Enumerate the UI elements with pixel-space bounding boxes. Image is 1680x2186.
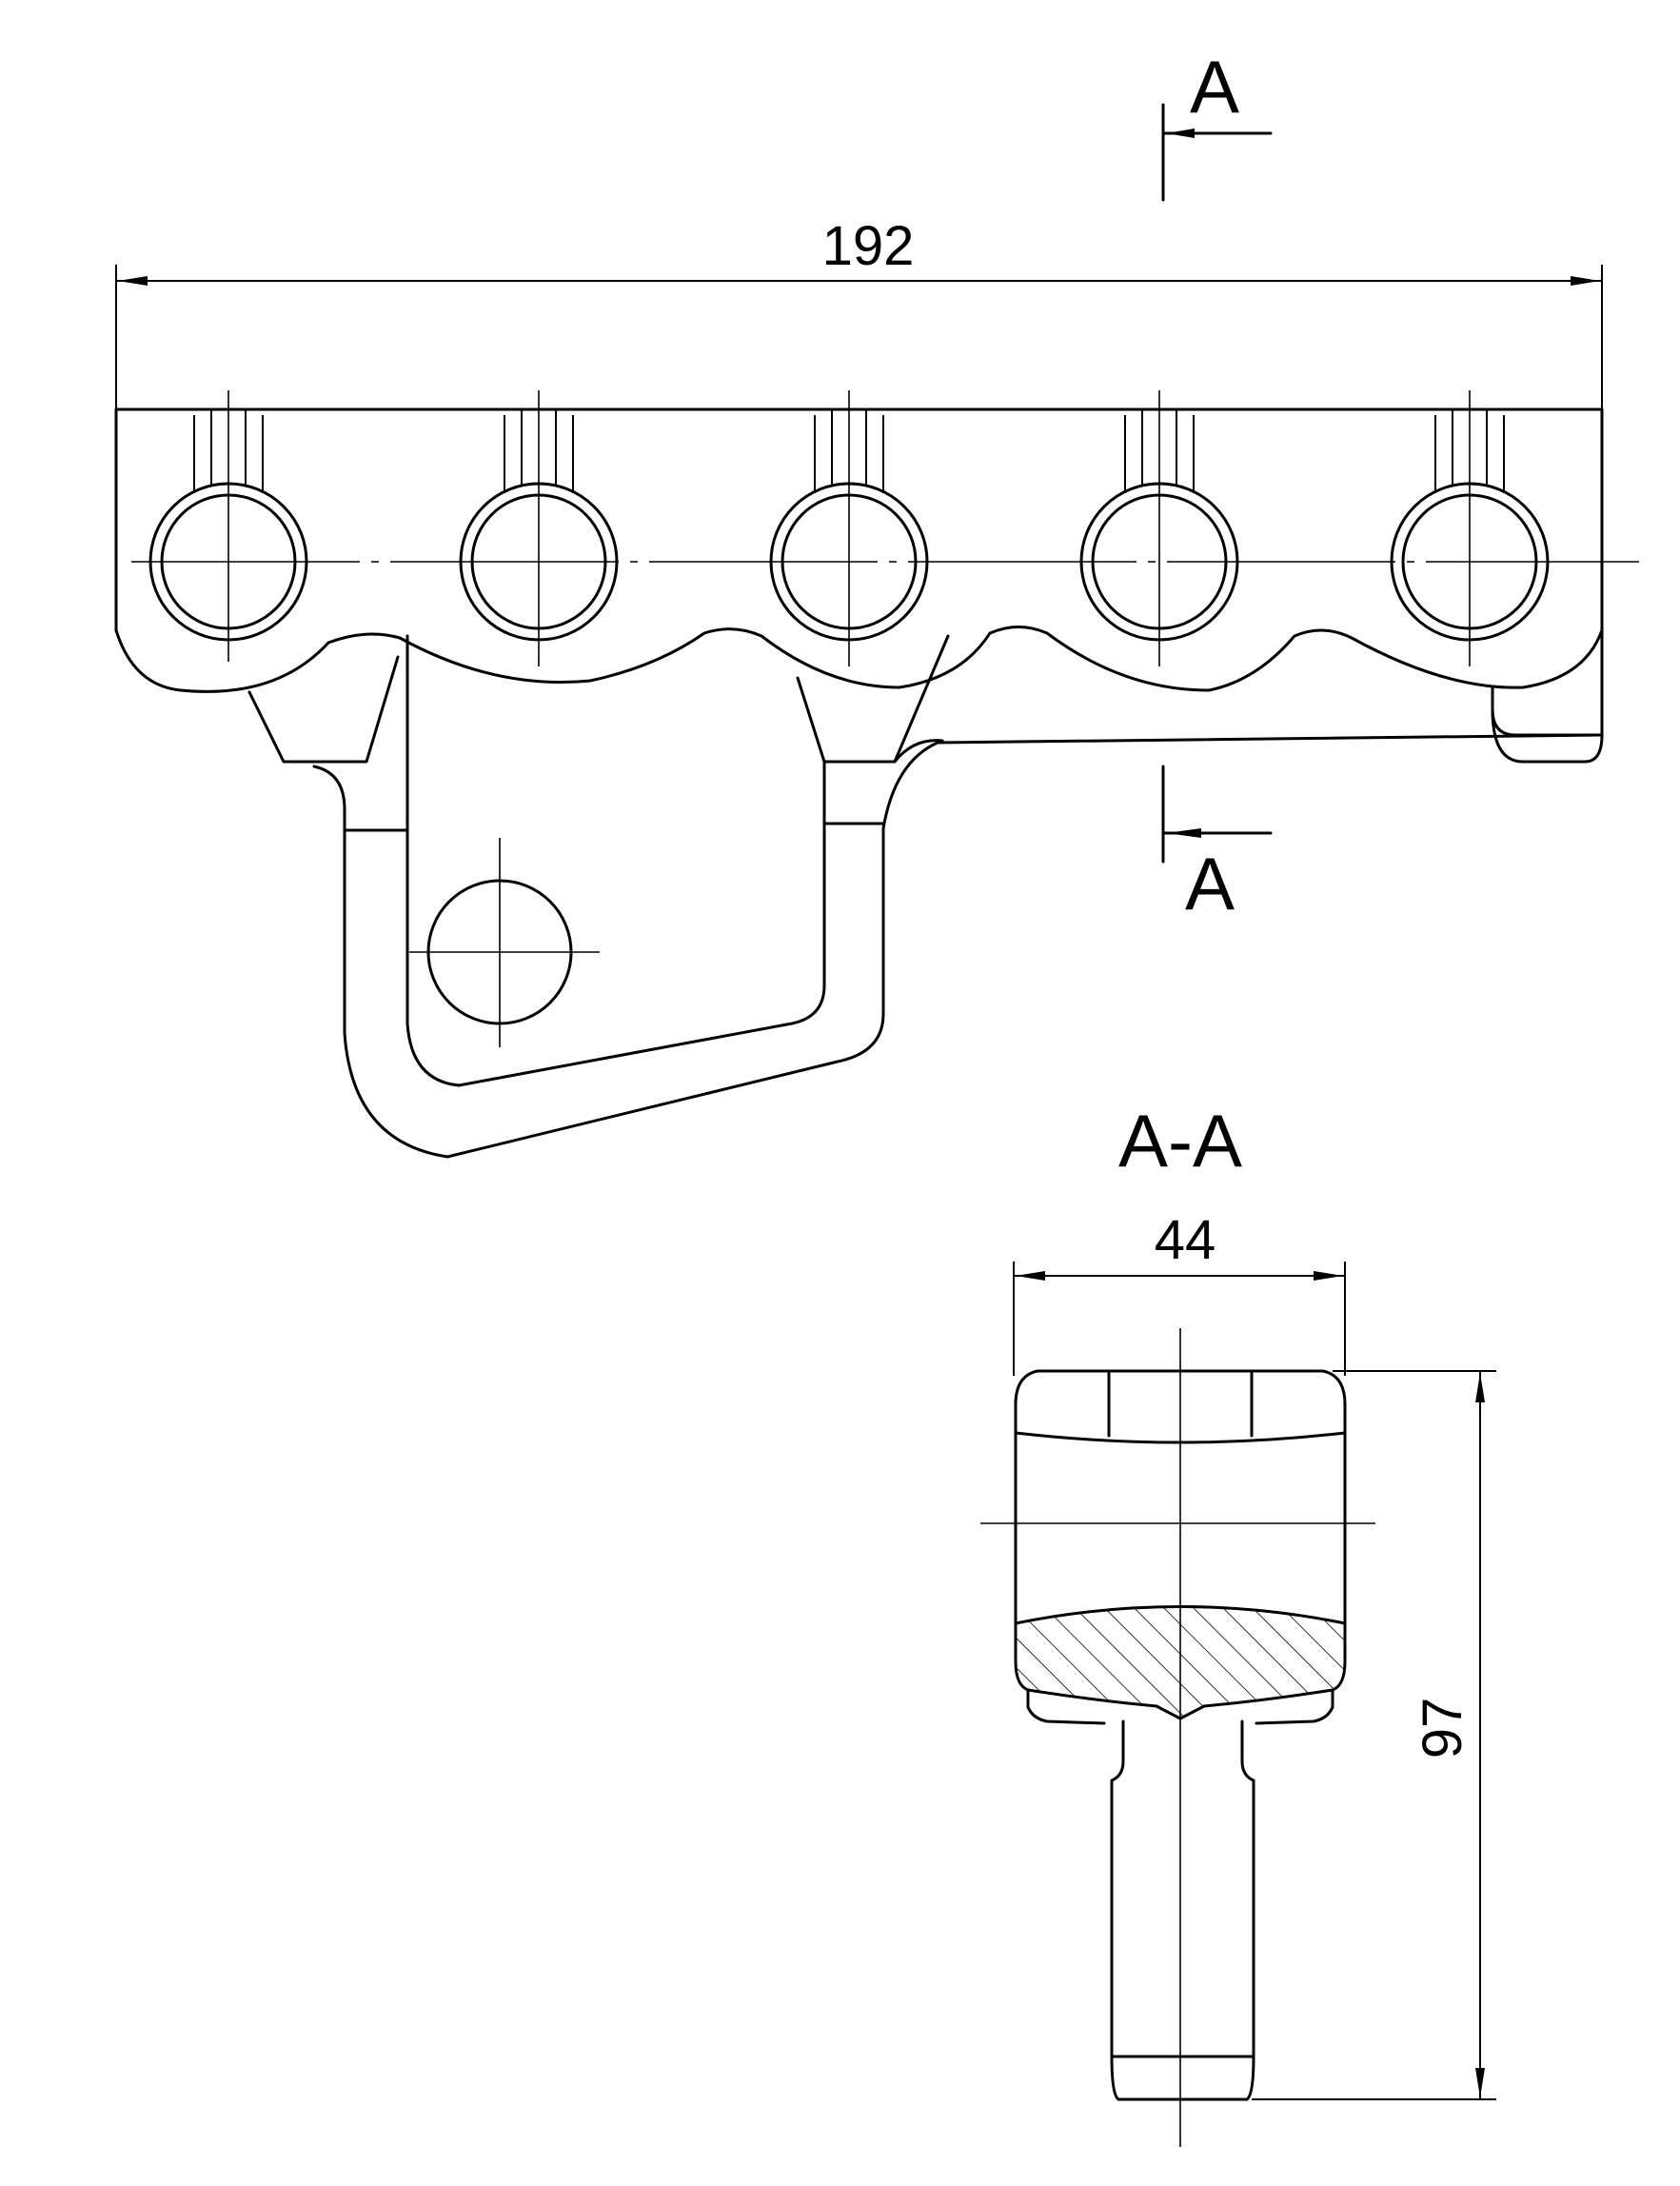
dimension-section-height: 97 bbox=[1252, 1370, 1496, 2100]
pin-1 bbox=[148, 390, 308, 662]
front-view bbox=[114, 390, 1639, 1159]
section-title: A-A bbox=[1118, 1099, 1242, 1182]
section-view-a-a bbox=[980, 1328, 1375, 2147]
dimension-value-97: 97 bbox=[1412, 1698, 1473, 1759]
pin-4 bbox=[1079, 390, 1239, 666]
dimension-overall-length: 192 bbox=[115, 215, 1603, 409]
section-cut-marker-top: A bbox=[1161, 45, 1273, 202]
pin-5 bbox=[1390, 390, 1550, 666]
section-cut-marker-bottom: A bbox=[1161, 765, 1273, 925]
dimension-value-44: 44 bbox=[1155, 1209, 1216, 1271]
section-letter-top: A bbox=[1190, 45, 1239, 129]
pin-3 bbox=[769, 390, 929, 666]
section-letter-bottom: A bbox=[1185, 842, 1235, 925]
dimension-value-192: 192 bbox=[822, 215, 915, 277]
dimension-section-width: 44 bbox=[1013, 1209, 1346, 1376]
pin-2 bbox=[459, 390, 619, 666]
